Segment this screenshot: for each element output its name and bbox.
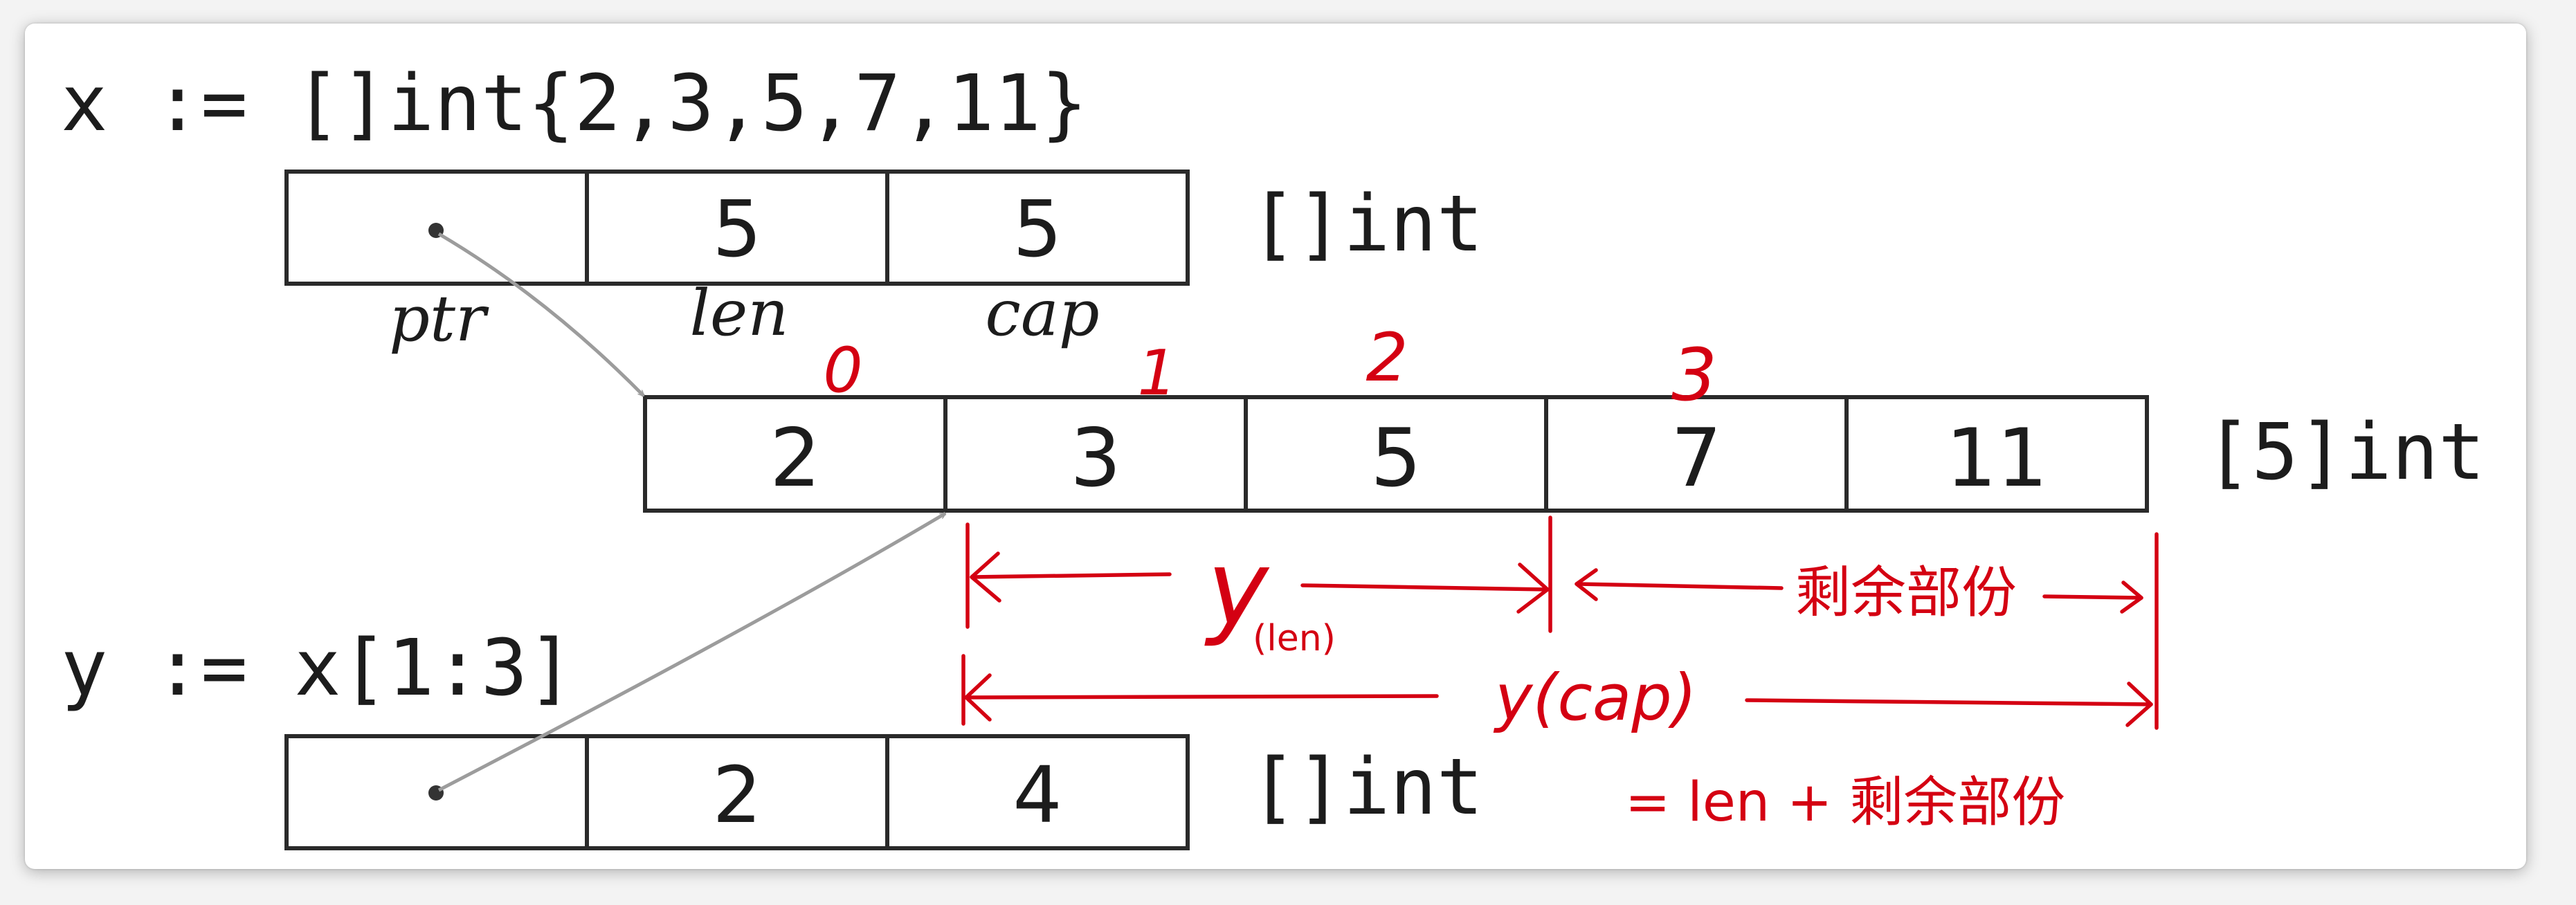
y-slice-header: 2 4 xyxy=(284,734,1190,850)
array-cell: 2 xyxy=(770,412,821,505)
index-label: 0 xyxy=(823,334,862,407)
cap-formula: = len + 剩余部份 xyxy=(1625,771,2065,834)
x-slice-header: 5 5 xyxy=(284,170,1190,286)
index-label: 1 xyxy=(1137,337,1177,410)
len-label-sub: (len) xyxy=(1253,618,1336,659)
array-type-label: [5]int xyxy=(2205,408,2485,497)
cap-field-label: cap xyxy=(985,276,1099,350)
cap-span-arrow xyxy=(964,673,2153,727)
remaining-span-arrow xyxy=(1575,568,2143,614)
x-len-value: 5 xyxy=(712,185,761,275)
ptr-field-label: ptr xyxy=(389,282,489,356)
len-field-label: len xyxy=(689,276,788,350)
array-cell: 3 xyxy=(1070,412,1121,505)
x-type-label: []int xyxy=(1250,179,1483,269)
index-label: 3 xyxy=(1671,333,1717,417)
x-cap-value: 5 xyxy=(1013,185,1062,275)
len-label: y xyxy=(1204,529,1270,649)
remaining-label: 剩余部份 xyxy=(1795,560,2017,625)
x-declaration: x := []int{2,3,5,7,11} xyxy=(61,59,1087,149)
y-cap-value: 4 xyxy=(1013,751,1062,841)
y-declaration: y := x[1:3] xyxy=(61,623,574,713)
y-len-value: 2 xyxy=(712,751,761,841)
len-span-arrow xyxy=(970,551,1550,614)
underlying-array: 2 3 5 7 11 xyxy=(643,395,2149,513)
y-type-label: []int xyxy=(1250,742,1483,832)
array-cell: 11 xyxy=(1945,412,2048,505)
array-cell: 7 xyxy=(1671,412,1722,505)
x-ptr-arrow xyxy=(437,232,645,396)
index-label: 2 xyxy=(1366,319,1408,396)
y-ptr-arrow xyxy=(437,511,945,792)
array-cell: 5 xyxy=(1370,412,1422,505)
cap-label: y(cap) xyxy=(1493,661,1697,735)
